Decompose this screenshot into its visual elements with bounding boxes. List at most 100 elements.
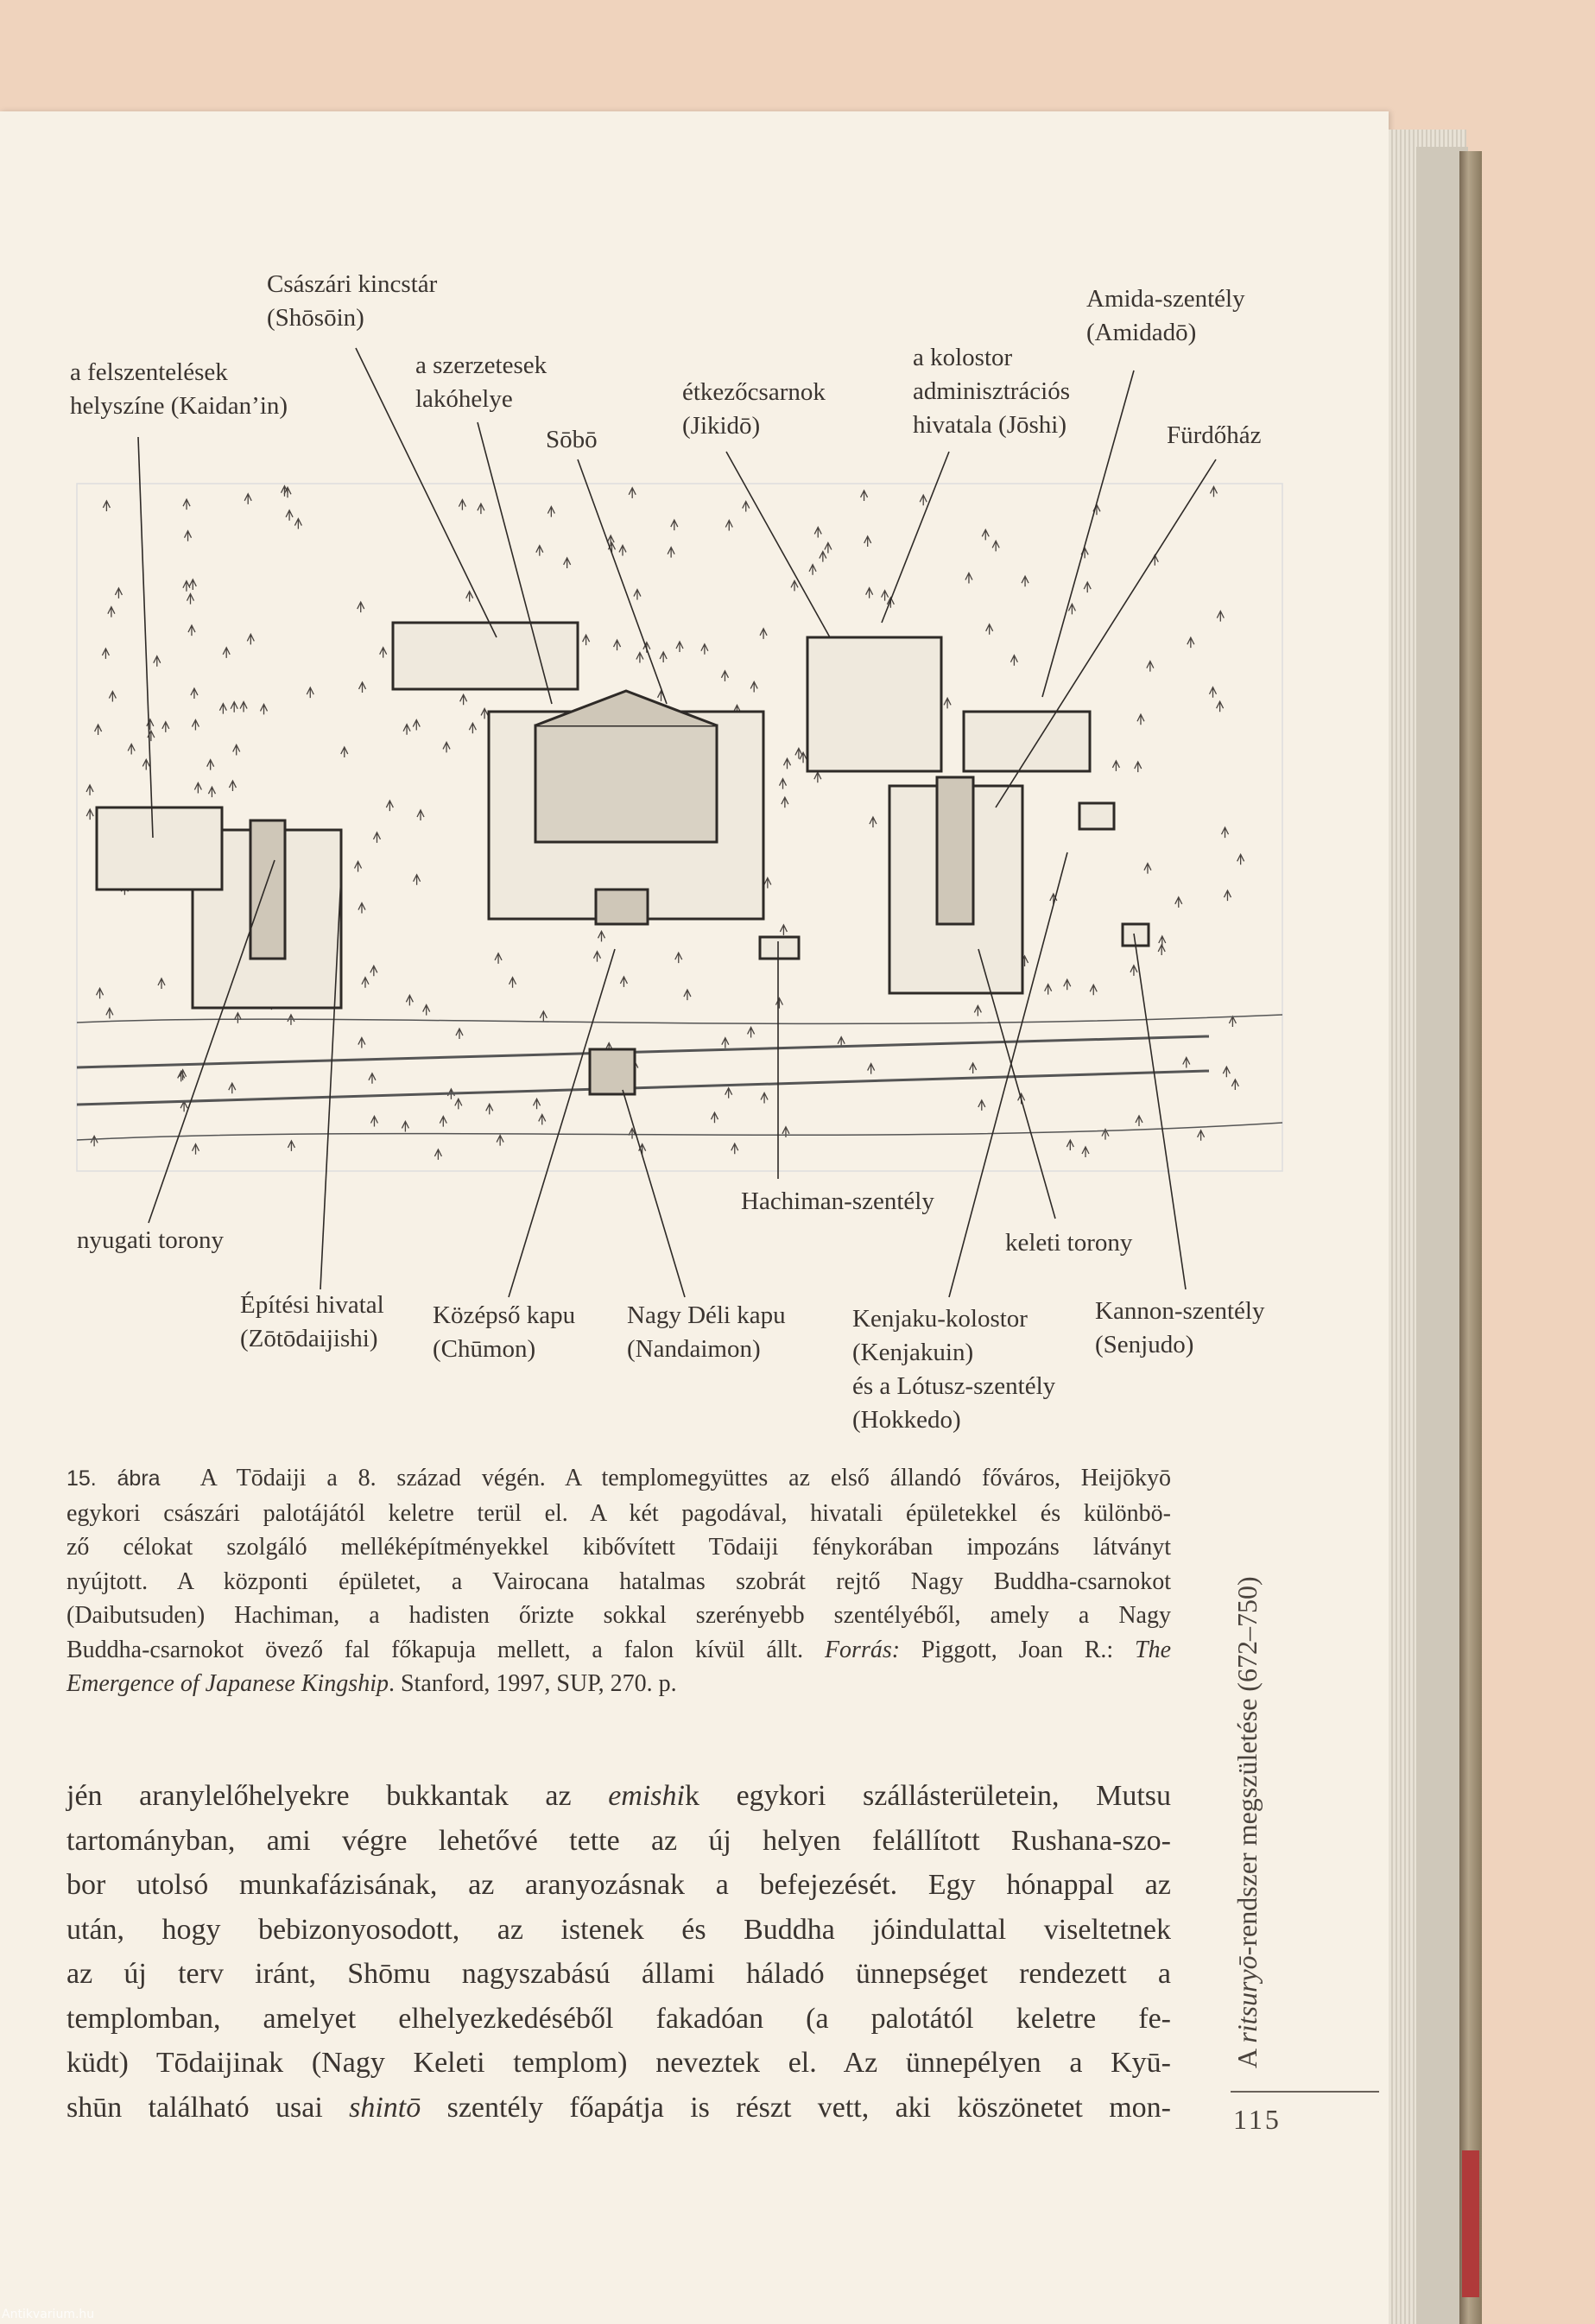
tree-mark (618, 543, 627, 556)
amidado-building (962, 710, 1092, 773)
tree-mark (747, 1026, 756, 1038)
tree-mark (218, 702, 227, 714)
tree-mark (239, 700, 248, 712)
tree-mark (358, 902, 366, 914)
tree-mark (532, 1097, 541, 1110)
tree-mark (867, 1062, 876, 1074)
tree-mark (496, 1134, 504, 1146)
tree-mark (402, 723, 411, 735)
tree-mark (187, 624, 196, 636)
tree-mark (142, 757, 150, 770)
tree-mark (379, 646, 388, 658)
tree-mark (710, 1111, 719, 1124)
tree-mark (659, 650, 668, 662)
label-jikido: étkezőcsarnok(Jikidō) (682, 378, 826, 440)
tree-mark (965, 572, 973, 584)
tree-mark (105, 1006, 114, 1019)
tree-mark (222, 646, 231, 658)
tree-mark (1044, 983, 1053, 995)
label-hachiman: Hachiman-szentély (741, 1187, 934, 1215)
tree-mark (781, 795, 789, 808)
tree-mark (1223, 889, 1232, 902)
tree-mark (416, 808, 425, 821)
tree-mark (582, 633, 591, 646)
tree-mark (628, 1127, 636, 1139)
tree-mark (824, 541, 832, 554)
footer-rule (1231, 2091, 1379, 2093)
label-shosoin: Császári kincstár(Shōsōin) (267, 270, 438, 332)
tree-mark (1111, 759, 1120, 771)
tree-mark (1010, 654, 1018, 666)
tree-mark (442, 740, 451, 753)
tree-mark (146, 718, 155, 730)
tree-mark (1136, 712, 1145, 725)
tree-mark (1228, 1015, 1237, 1027)
tree-mark (85, 783, 94, 795)
tree-mark (413, 873, 421, 885)
tree-mark (1222, 1065, 1231, 1078)
tree-mark (1237, 852, 1245, 865)
tree-mark (90, 1134, 98, 1147)
book-binding (1459, 151, 1482, 2324)
tree-mark (230, 700, 238, 712)
tree-mark (477, 502, 485, 515)
tree-mark (742, 500, 750, 512)
tree-mark (943, 696, 952, 709)
tree-mark (538, 1112, 547, 1125)
tree-mark (370, 1115, 379, 1127)
shosoin-building (391, 621, 579, 691)
tree-mark (193, 782, 202, 794)
tree-mark (494, 952, 503, 964)
tree-mark (127, 743, 136, 755)
tree-mark (813, 770, 822, 783)
tree-mark (628, 486, 636, 498)
tree-mark (306, 686, 314, 699)
tree-mark (285, 509, 294, 521)
tree-mark (1130, 964, 1138, 976)
tree-mark (228, 779, 237, 792)
label-nandaimon: Nagy Déli kapu(Nandaimon) (627, 1301, 786, 1363)
terrain (76, 483, 1283, 1172)
tree-mark (480, 706, 489, 719)
tree-mark (190, 687, 199, 700)
tree-mark (357, 600, 365, 613)
tree-mark (102, 499, 111, 511)
tree-mark (633, 588, 642, 600)
tree-mark (547, 505, 555, 517)
tree-mark (454, 1097, 463, 1110)
tree-mark (405, 993, 414, 1006)
tree-mark (85, 807, 94, 820)
tree-mark (869, 815, 877, 828)
tree-mark (385, 799, 394, 812)
tree-mark (859, 489, 869, 501)
tree-mark (458, 498, 466, 510)
book-page (0, 111, 1389, 2324)
tree-mark (670, 518, 679, 531)
tree-mark (981, 528, 990, 541)
tree-mark (283, 485, 292, 498)
tree-mark (244, 492, 252, 504)
tree-mark (182, 579, 191, 592)
tree-mark (114, 586, 123, 598)
tree-mark (1220, 826, 1230, 839)
tree-mark (94, 723, 103, 736)
tree-mark (157, 977, 166, 989)
west-pagoda (249, 819, 287, 960)
label-zotodaijishi: Építési hivatal(Zōtōdaijishi) (240, 1291, 384, 1352)
tree-mark (865, 586, 874, 598)
tree-mark (153, 655, 161, 667)
tree-mark (372, 831, 382, 843)
page-number: 115 (1233, 2104, 1282, 2135)
label-furdohaz: Fürdőház (1167, 421, 1262, 449)
tree-mark (108, 690, 117, 702)
tree-mark (782, 1125, 790, 1137)
tree-mark (683, 988, 692, 1001)
tree-mark (177, 1069, 186, 1082)
tree-mark (455, 1027, 464, 1040)
tree-mark (353, 860, 363, 872)
tree-mark (1187, 636, 1195, 649)
tree-mark (206, 758, 215, 770)
